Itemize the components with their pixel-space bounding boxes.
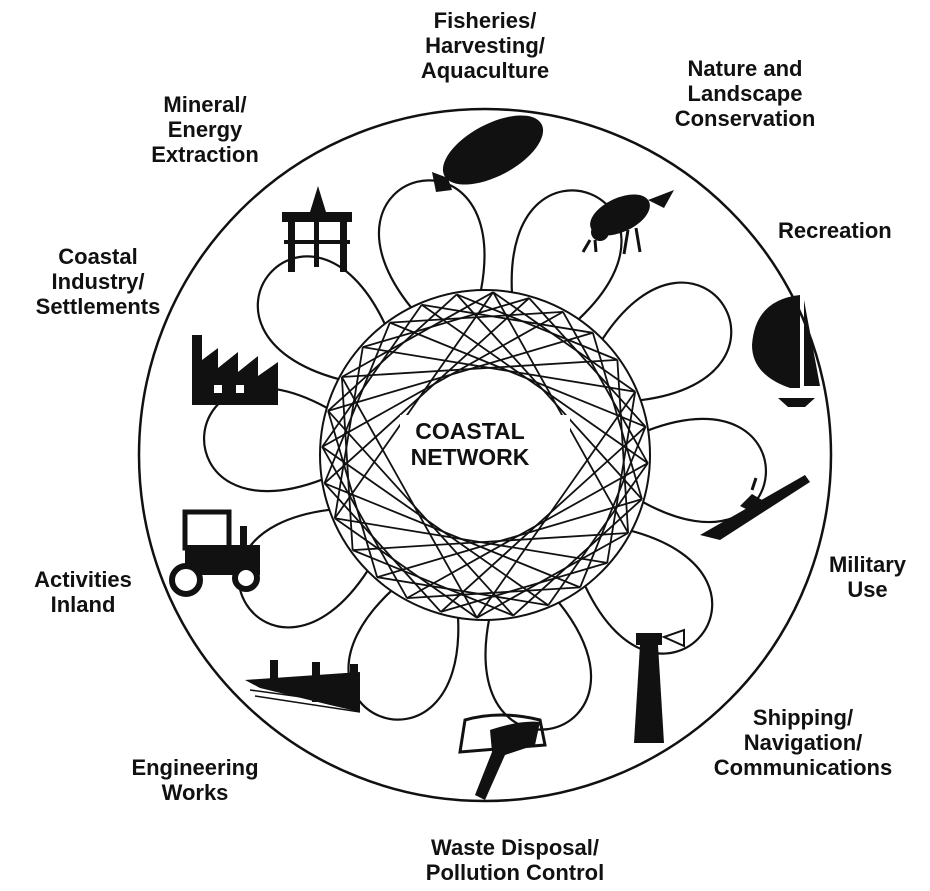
label-nature: Nature and Landscape Conservation [655,56,835,131]
label-industry: Coastal Industry/ Settlements [28,244,168,319]
network-line [342,360,617,377]
label-fisheries: Fisheries/ Harvesting/ Aquaculture [400,8,570,83]
hub-label: COASTAL NETWORK [360,418,580,470]
waste-pipe-icon [460,715,545,800]
groyne-icon [245,660,360,712]
label-recreation: Recreation [778,218,928,243]
warship-icon [700,475,810,540]
factory-icon [192,335,278,405]
label-waste: Waste Disposal/ Pollution Control [390,835,640,885]
network-line [353,533,628,550]
label-engineering: Engineering Works [110,755,280,805]
oil-rig-icon [282,186,352,272]
lighthouse-icon [634,630,684,743]
label-inland: Activities Inland [18,567,148,617]
label-shipping: Shipping/ Navigation/ Communications [688,705,918,780]
petal-loop [485,603,591,730]
tractor-icon [172,512,260,594]
sailboat-icon [752,295,820,407]
label-military: Military Use [815,552,920,602]
petal-loop [379,180,485,307]
petal-loop [258,256,385,379]
label-mineral: Mineral/ Energy Extraction [140,92,270,167]
